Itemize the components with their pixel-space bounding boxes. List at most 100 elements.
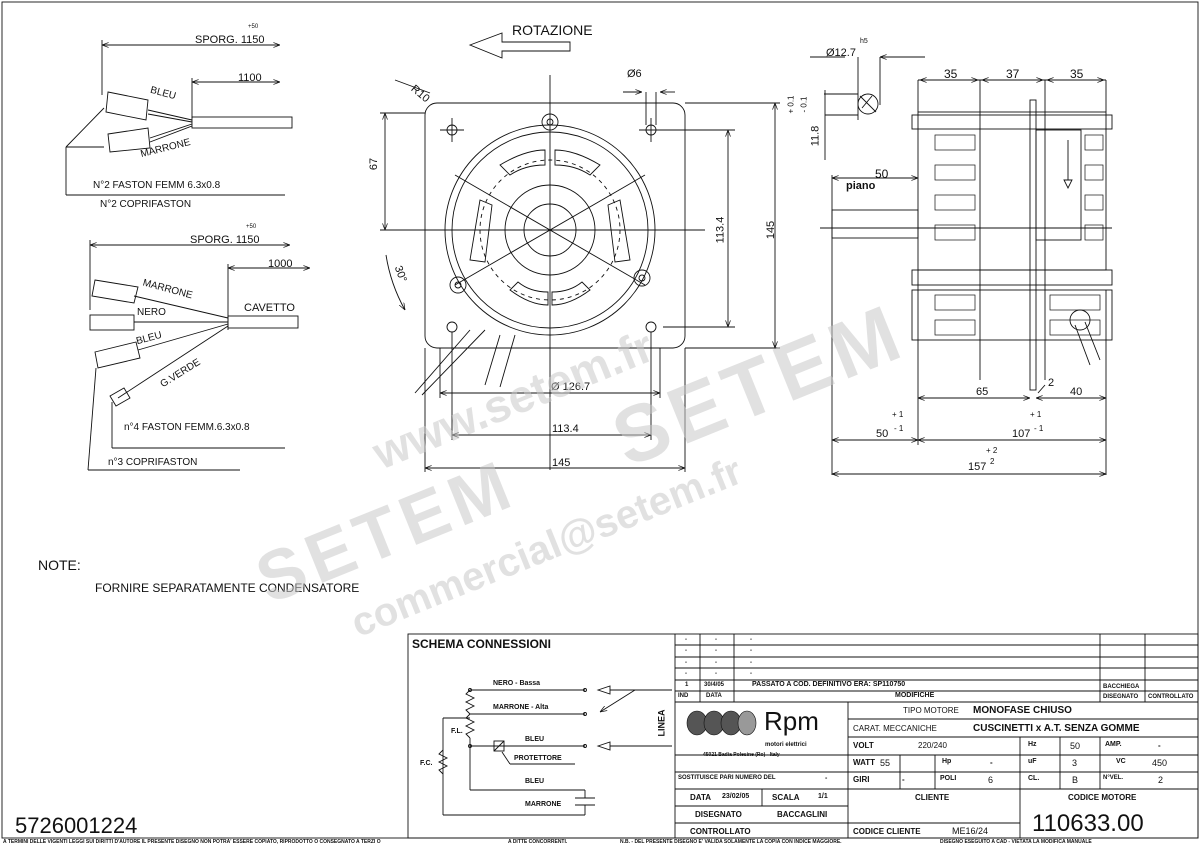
rev-ind: 1	[685, 682, 689, 688]
footer-cad-note: DISEGNO ESEGUITO A CAD - VIETATA LA MODI…	[940, 839, 1092, 845]
dim-40: 40	[1070, 386, 1083, 398]
dim-1134-vertical: 113.4	[714, 216, 727, 244]
nvel-label: N°VEL.	[1103, 775, 1124, 781]
notes-title: NOTE:	[38, 557, 81, 573]
dim-145-vertical: 145	[765, 220, 778, 240]
uf-value: 3	[1072, 758, 1078, 768]
shaft-tolerance: h5	[860, 38, 868, 45]
rev-data: -	[715, 637, 717, 643]
rev-header-data: DATA	[706, 693, 722, 699]
volt-label: VOLT	[853, 741, 874, 750]
vc-value: 450	[1152, 758, 1168, 768]
poli-value: 6	[988, 775, 994, 785]
codice-cliente-value: ME16/24	[952, 826, 989, 836]
rev-ind: -	[685, 637, 687, 643]
schema-title: SCHEMA CONNESSIONI	[412, 637, 551, 651]
cable-top-sporg-tol: +50	[248, 24, 259, 30]
sostituisce-label: SOSTITUISCE PARI NUMERO DEL	[678, 775, 776, 781]
rev-header-disegnato: DISEGNATO	[1103, 694, 1139, 700]
cable-top-faston-note: N°2 FASTON FEMM 6.3x0.8	[93, 180, 221, 191]
controllato-label: CONTROLLATO	[690, 827, 751, 836]
data-value: 23/02/05	[722, 793, 750, 800]
scala-label: SCALA	[772, 793, 800, 802]
hz-label: Hz	[1028, 741, 1037, 748]
rev-mod: -	[750, 637, 752, 643]
rev-mod: -	[750, 660, 752, 666]
cable-top-length: 1100	[238, 72, 262, 84]
schema-label-marrone-2: MARRONE	[525, 801, 562, 808]
vc-label: VC	[1116, 758, 1126, 765]
giri-value: -	[902, 775, 905, 784]
dim-157: 157	[968, 461, 987, 473]
nvel-value: 2	[1158, 775, 1164, 785]
footer-revision-note: N.B. - DEL PRESENTE DISEGNO E' VALIDA SO…	[620, 839, 842, 845]
rev-data: -	[715, 671, 717, 677]
dim-50-tol: + 1	[892, 410, 904, 419]
shaft-dia-dim: Ø12.7	[826, 47, 856, 59]
hp-value: -	[990, 758, 993, 767]
schema-label-fl: F.L.	[451, 728, 463, 735]
top-dim-35-left: 35	[944, 67, 958, 81]
tipo-motore-value: MONOFASE CHIUSO	[973, 705, 1072, 716]
rev-ind: -	[685, 648, 687, 654]
tipo-motore-label: TIPO MOTORE	[903, 706, 959, 715]
rev-ind: -	[685, 671, 687, 677]
cable-bottom-faston-note: n°4 FASTON FEMM.6.3x0.8	[124, 422, 250, 433]
disegnato-value: BACCAGLINI	[777, 810, 828, 819]
dim-67: 67	[368, 157, 381, 171]
watt-label: WATT	[853, 758, 876, 767]
disegnato-label: DISEGNATO	[695, 810, 742, 819]
hp-label: Hp	[942, 758, 952, 765]
carat-meccaniche-value: CUSCINETTI x A.T. SENZA GOMME	[973, 723, 1140, 734]
rotation-label: ROTAZIONE	[512, 22, 593, 38]
cable-bottom-sporg: SPORG. 1150	[190, 234, 260, 246]
schema-label-marrone: MARRONE - Alta	[493, 704, 549, 711]
footer-copyright: A TERMINI DELLE VIGENTI LEGGI SUI DIRITT…	[3, 839, 381, 845]
codice-motore-label: CODICE MOTORE	[1068, 793, 1137, 802]
hole-dia-dim: Ø6	[627, 68, 642, 80]
top-dim-37: 37	[1006, 67, 1020, 81]
poli-label: POLI	[940, 775, 957, 782]
dim-1134-horizontal: 113.4	[552, 423, 579, 435]
notes-text: FORNIRE SEPARATAMENTE CONDENSATORE	[95, 581, 360, 595]
rev-mod: -	[750, 648, 752, 654]
schema-label-nero: NERO - Bassa	[493, 680, 541, 687]
cable-bottom-length: 1000	[268, 258, 293, 270]
company-address: 45021 Badia Polesine (Ro) - Italy	[703, 752, 780, 758]
dim-107: 107	[1012, 428, 1031, 440]
volt-value: 220/240	[918, 741, 947, 750]
cliente-label: CLIENTE	[915, 793, 950, 802]
rev-header-mod: MODIFICHE	[895, 692, 935, 699]
rev-header-controllato: CONTROLLATO	[1148, 694, 1194, 700]
giri-label: GIRI	[853, 775, 870, 784]
body-dia-dim: Ø 126.7	[551, 381, 591, 393]
rev-mod: -	[750, 671, 752, 677]
shaft-length-dim: 50	[875, 167, 889, 181]
schema-label-linea: LINEA	[656, 709, 667, 737]
dim-145-horizontal: 145	[552, 457, 571, 469]
dim-50: 50	[876, 428, 889, 440]
scala-value: 1/1	[818, 793, 828, 800]
company-logo-icon	[686, 710, 758, 736]
dim-2: 2	[1048, 377, 1055, 389]
schema-label-protettore: PROTETTORE	[514, 755, 562, 762]
hz-value: 50	[1070, 741, 1081, 751]
cl-label: CL.	[1028, 775, 1040, 782]
rev-data: -	[715, 660, 717, 666]
dim-157-tol: + 2	[986, 446, 998, 455]
data-label: DATA	[690, 793, 712, 802]
footer-copyright-2: A DITTE CONCORRENTI.	[508, 839, 568, 845]
company-name: Rpm	[764, 706, 819, 736]
dim-50-tol-minus: - 1	[894, 424, 904, 433]
flat-tol-plus: + 0.1	[786, 95, 796, 114]
dim-65: 65	[976, 386, 989, 398]
carat-meccaniche-label: CARAT. MECCANICHE	[853, 724, 937, 733]
schema-label-bleu: BLEU	[525, 736, 545, 743]
top-dim-35-right: 35	[1070, 67, 1084, 81]
amp-label: AMP.	[1105, 741, 1122, 748]
dim-107-tol-minus: - 1	[1034, 424, 1044, 433]
flat-tol-minus: - 0.1	[799, 96, 809, 113]
rev-data: 30/4/05	[704, 682, 725, 688]
dim-107-tol: + 1	[1030, 410, 1042, 419]
cable-bottom-coprifaston-note: n°3 COPRIFASTON	[108, 457, 198, 468]
